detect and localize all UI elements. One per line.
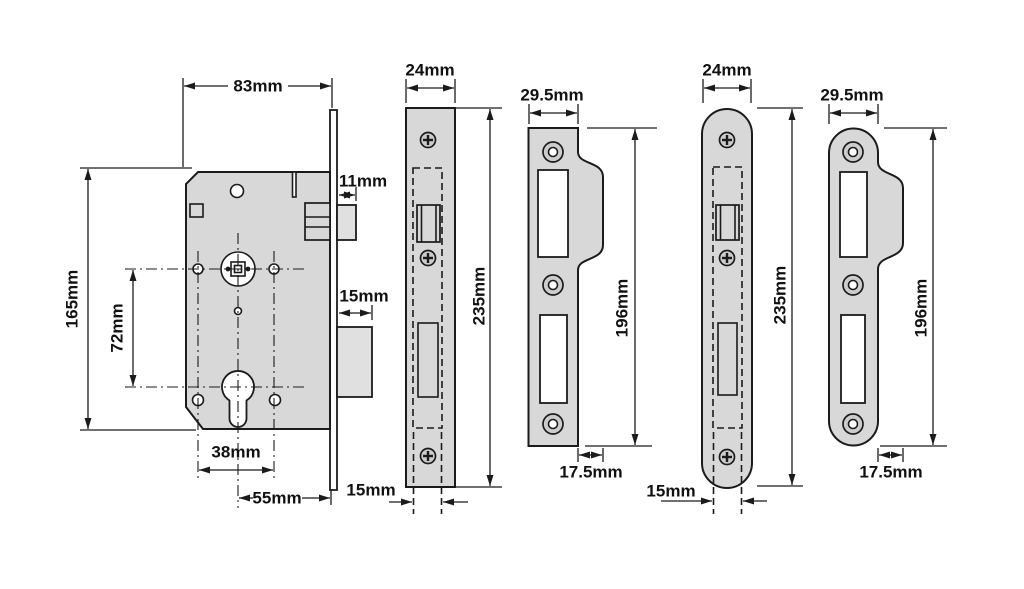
radius-forend-case-width-dimension: 15mm bbox=[646, 482, 767, 505]
deadbolt-cutout bbox=[539, 314, 568, 404]
strike-height-label: 196mm bbox=[613, 279, 632, 338]
radius-forend-height-dimension: 235mm bbox=[757, 107, 803, 487]
latchbolt-front bbox=[416, 204, 441, 243]
strike-lip-dimension: 17.5mm bbox=[559, 448, 623, 482]
latch-throw-label: 11mm bbox=[339, 172, 387, 191]
figure-flat-strike: 29.5mm 196mm bbox=[520, 86, 657, 482]
top-fixing-hole bbox=[229, 183, 245, 199]
case-height-dimension: 165mm bbox=[63, 167, 196, 431]
centres-dimension: 72mm bbox=[108, 270, 137, 386]
fixing-centres-label: 38mm bbox=[211, 443, 260, 462]
latchbolt-head bbox=[336, 204, 357, 241]
square-aperture bbox=[189, 203, 204, 218]
screw-hole bbox=[542, 413, 564, 435]
case-height-label: 165mm bbox=[63, 270, 82, 329]
case-hidden-outline bbox=[412, 167, 443, 429]
figure-radius-strike: 29.5mm 196mm bbox=[820, 86, 947, 482]
follower-dot bbox=[225, 266, 231, 272]
screw-head bbox=[718, 448, 736, 466]
radius-forend-width-label: 24mm bbox=[702, 61, 751, 80]
follower-dot bbox=[245, 266, 251, 272]
radius-strike-lip-label: 17.5mm bbox=[859, 463, 922, 482]
radius-strike-lip-dimension: 17.5mm bbox=[859, 448, 923, 482]
screw-hole-inner bbox=[847, 146, 859, 158]
latchbolt bbox=[304, 202, 357, 241]
forend-screws bbox=[718, 131, 736, 466]
screw-hole-inner bbox=[547, 146, 559, 158]
latchbolt-front bbox=[715, 204, 740, 241]
screw-head bbox=[419, 249, 437, 267]
forend-case-width-label: 15mm bbox=[346, 481, 395, 500]
screw-hole-inner bbox=[847, 418, 859, 430]
deadbolt-throw-dimension: 15mm bbox=[339, 287, 389, 320]
cylinder-fixing-hole-right bbox=[268, 393, 282, 407]
fixing-centres-dimension: 38mm bbox=[199, 443, 273, 474]
screw-hole bbox=[542, 141, 564, 163]
forend-height-dimension: 235mm bbox=[456, 107, 502, 488]
strike-height-dimension: 196mm bbox=[585, 127, 657, 447]
screw-head bbox=[718, 131, 736, 149]
figure-lock-case: 83mm bbox=[63, 77, 389, 508]
flat-forend-plate bbox=[405, 107, 456, 488]
latchbolt-face bbox=[715, 204, 740, 241]
screw-hole bbox=[842, 141, 864, 163]
latch-throw-dimension: 11mm bbox=[339, 172, 387, 201]
radius-forend-case-width-label: 15mm bbox=[646, 482, 695, 501]
screw-hole-inner bbox=[547, 418, 559, 430]
case-width-label: 83mm bbox=[233, 77, 282, 96]
screw-hole bbox=[842, 274, 864, 296]
latchbolt-tail bbox=[304, 202, 331, 241]
strike-screw-holes bbox=[842, 141, 864, 435]
screw-head bbox=[419, 447, 437, 465]
strike-width-label: 29.5mm bbox=[520, 86, 583, 105]
backset-label: 55mm bbox=[252, 489, 301, 508]
case-width-dimension: 83mm bbox=[182, 77, 333, 167]
radius-strike-height-label: 196mm bbox=[912, 279, 931, 338]
strike-screw-holes bbox=[542, 141, 564, 435]
forend-width-label: 24mm bbox=[405, 61, 454, 80]
forend-height-label: 235mm bbox=[470, 267, 489, 326]
screw-hole bbox=[842, 413, 864, 435]
radius-forend-plate bbox=[701, 108, 753, 489]
figure-flat-forend: 24mm bbox=[346, 61, 502, 514]
screw-head bbox=[718, 249, 736, 267]
lock-case-outline bbox=[185, 171, 331, 430]
slot-aperture bbox=[291, 171, 297, 198]
screw-hole bbox=[542, 274, 564, 296]
screw-head bbox=[419, 131, 437, 149]
strike-lip-label: 17.5mm bbox=[559, 463, 622, 482]
centre-lines bbox=[125, 233, 305, 508]
radius-strike-width-label: 29.5mm bbox=[820, 86, 883, 105]
deadbolt-face bbox=[717, 322, 738, 396]
deadbolt-cutout bbox=[840, 314, 866, 404]
centres-label: 72mm bbox=[108, 303, 127, 352]
radius-forend-width-dimension: 24mm bbox=[702, 61, 752, 103]
forend-screws bbox=[419, 131, 437, 465]
latch-cutout bbox=[839, 171, 868, 258]
latchbolt-face bbox=[416, 204, 441, 243]
deadbolt-throw-label: 15mm bbox=[339, 287, 388, 306]
radius-strike-height-dimension: 196mm bbox=[880, 127, 947, 447]
deadbolt-face bbox=[417, 322, 439, 398]
forend-width-dimension: 24mm bbox=[405, 61, 456, 103]
case-hidden-outline bbox=[712, 166, 743, 429]
figure-radius-forend: 24mm bbox=[646, 61, 803, 514]
screw-hole-inner bbox=[847, 279, 859, 291]
screw-hole-inner bbox=[547, 279, 559, 291]
forend-strip-edge bbox=[329, 109, 338, 491]
deadbolt-head bbox=[336, 326, 373, 398]
radius-strike-width-dimension: 29.5mm bbox=[820, 86, 884, 124]
radius-forend-height-label: 235mm bbox=[771, 266, 790, 325]
forend-case-width-dimension: 15mm bbox=[346, 481, 468, 506]
latch-cutout bbox=[537, 169, 569, 258]
backset-dimension: 55mm bbox=[239, 489, 332, 508]
strike-width-dimension: 29.5mm bbox=[520, 86, 584, 124]
